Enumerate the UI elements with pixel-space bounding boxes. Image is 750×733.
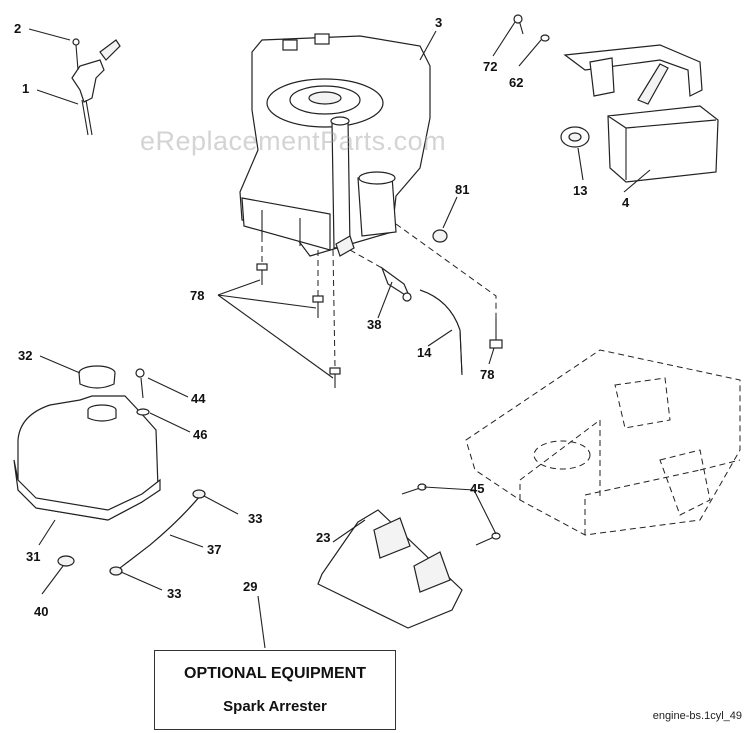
callout-33-upper: 33 — [248, 511, 263, 526]
callout-29: 29 — [243, 579, 258, 594]
callout-1: 1 — [22, 81, 30, 96]
callout-40: 40 — [34, 604, 49, 619]
callout-32: 32 — [18, 348, 33, 363]
callout-31: 31 — [26, 549, 41, 564]
optional-equipment-box: OPTIONAL EQUIPMENT Spark Arrester — [154, 650, 396, 730]
muffler-part — [513, 14, 719, 183]
callout-44: 44 — [191, 391, 206, 406]
callout-45: 45 — [470, 481, 485, 496]
callout-14: 14 — [417, 345, 432, 360]
callout-72: 72 — [483, 59, 498, 74]
mounting-bracket-part — [317, 483, 501, 629]
callout-46: 46 — [193, 427, 208, 442]
spark-arrester-label: Spark Arrester — [223, 698, 327, 715]
diagram-id-label: engine-bs.1cyl_49 — [652, 710, 742, 722]
callout-38: 38 — [367, 317, 382, 332]
callout-78-single: 78 — [480, 367, 495, 382]
callout-23: 23 — [316, 530, 331, 545]
callout-37: 37 — [207, 542, 222, 557]
callout-2: 2 — [14, 21, 22, 36]
watermark-text: eReplacementParts.com — [140, 126, 447, 156]
leader-lines — [28, 21, 651, 649]
throttle-control-part — [71, 38, 121, 136]
callout-81: 81 — [455, 182, 470, 197]
optional-equipment-title: OPTIONAL EQUIPMENT — [184, 665, 366, 682]
callout-33-lower: 33 — [167, 586, 182, 601]
callout-4: 4 — [622, 195, 630, 210]
fittings-part — [256, 223, 503, 388]
callout-62: 62 — [509, 75, 524, 90]
engine-part — [239, 33, 431, 257]
callout-13: 13 — [573, 183, 588, 198]
callout-3: 3 — [435, 15, 443, 30]
callout-78-group: 78 — [190, 288, 205, 303]
fuel-tank-part — [13, 365, 206, 576]
tractor-frame-part — [465, 349, 741, 536]
